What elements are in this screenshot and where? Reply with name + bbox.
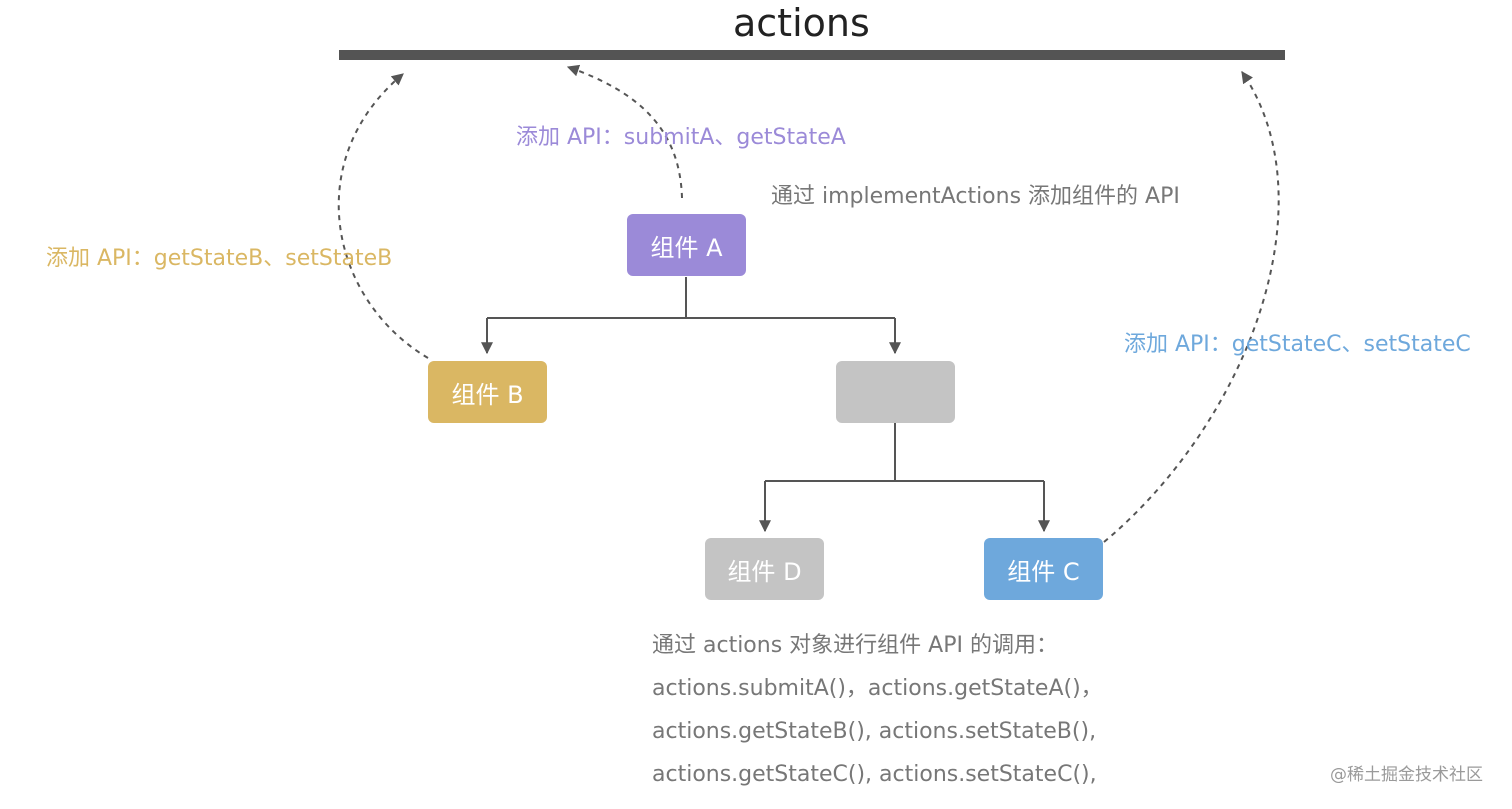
api-label-a: 添加 API：submitA、getStateA [516, 125, 846, 150]
component-a-box: 组件 A [627, 214, 746, 276]
usage-line-2: actions.getStateB(), actions.setStateB()… [652, 719, 1097, 744]
usage-line-1: actions.submitA()，actions.getStateA()， [652, 676, 1103, 701]
usage-intro: 通过 actions 对象进行组件 API 的调用： [652, 633, 1058, 658]
tree-connectors [481, 277, 1050, 533]
dashed-arrow-a [566, 64, 683, 199]
component-b-box: 组件 B [428, 361, 547, 423]
api-label-c: 添加 API：getStateC、setStateC [1124, 332, 1471, 357]
implement-actions-description: 通过 implementActions 添加组件的 API [771, 184, 1180, 209]
actions-bar [339, 50, 1285, 60]
watermark: @稀土掘金技术社区 [1330, 765, 1483, 785]
component-d-box: 组件 D [705, 538, 824, 600]
dashed-arrow-b [337, 73, 429, 359]
dashed-arrow-c [1103, 71, 1280, 543]
registration-arrows [337, 64, 1280, 543]
component-c-box: 组件 C [984, 538, 1103, 600]
api-label-b: 添加 API：getStateB、setStateB [46, 246, 393, 271]
actions-title: actions [733, 1, 870, 45]
unnamed-component-box [836, 361, 955, 423]
usage-line-3: actions.getStateC(), actions.setStateC()… [652, 762, 1097, 787]
